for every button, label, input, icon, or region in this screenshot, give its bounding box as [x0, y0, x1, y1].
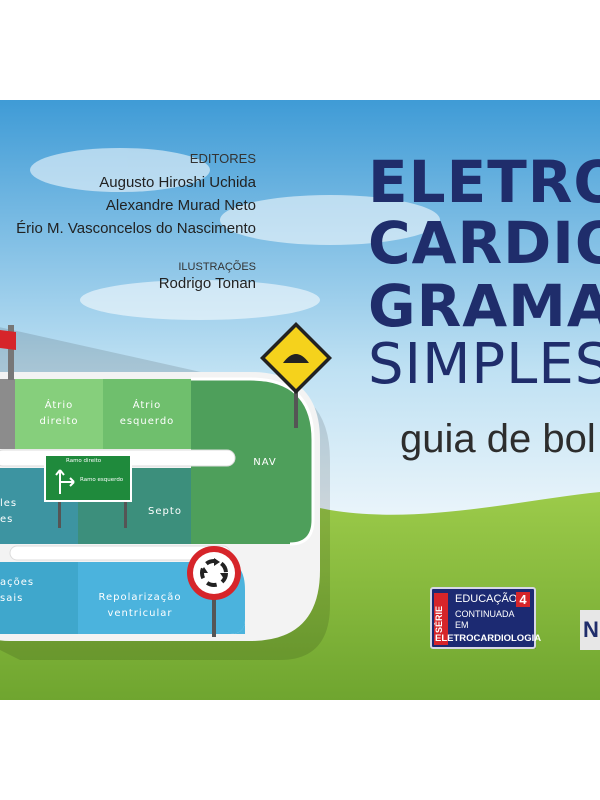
title-line: SIMPLES: [368, 332, 600, 397]
cover-illustration: [0, 100, 600, 700]
publisher-logo-icon: [580, 610, 600, 650]
series-badge: SÉRIE EDUCAÇÃO 4 CONTINUADA EM ELETROCAR…: [430, 587, 541, 649]
illustrations-heading: ILUSTRAÇÕES: [178, 261, 256, 273]
series-line3: EM: [455, 620, 469, 630]
series-line4: ELETROCARDIOLOGIA: [435, 633, 542, 644]
editors-heading: EDITORES: [189, 151, 256, 166]
road-label-left-low: ações sais: [0, 575, 40, 607]
road-label-left-mid: les es: [0, 496, 16, 528]
direction-sign-icon: [44, 454, 132, 528]
road-label-line: Átrio: [44, 400, 74, 411]
roundabout-sign-icon: [187, 546, 241, 637]
illustrator-name: Rodrigo Tonan: [158, 275, 256, 292]
editor-name: Augusto Hiroshi Uchida: [99, 174, 256, 191]
road-label-repolarizacao: Repolarização ventricular: [85, 590, 195, 622]
editor-name: Alexandre Murad Neto: [105, 197, 256, 214]
title-line: CARDIO: [368, 209, 600, 277]
speed-bump-sign-icon: [260, 322, 332, 428]
series-line1: EDUCAÇÃO: [455, 593, 518, 605]
book-cover: EDITORES Augusto Hiroshi Uchida Alexandr…: [0, 100, 600, 700]
road-label-line: esquerdo: [119, 416, 175, 427]
road-label-septo: Septo: [148, 506, 182, 517]
road-label-line: Repolarização: [98, 592, 182, 603]
road-label-atrio-direito: Átrio direito: [15, 398, 103, 430]
series-line2: CONTINUADA: [455, 609, 515, 619]
clouds: [30, 148, 440, 320]
title-line: ELETRO: [368, 148, 600, 216]
flag-icon: [0, 325, 16, 380]
road-label-line: es: [0, 514, 14, 525]
road-label-line: ventricular: [107, 608, 173, 619]
road-label-atrio-esquerdo: Átrio esquerdo: [103, 398, 191, 430]
road-label-line: les: [0, 498, 18, 509]
editor-name: Ério M. Vasconcelos do Nascimento: [16, 220, 256, 237]
subtitle: guia de bol: [400, 417, 596, 461]
road-label-line: direito: [39, 416, 79, 427]
publisher-fragment: N: [583, 617, 599, 642]
direction-sign-bottom: Ramo esquerdo: [80, 477, 124, 483]
road-label-line: ações: [0, 577, 35, 588]
series-number: 4: [516, 592, 530, 607]
direction-sign-top: Ramo direito: [66, 458, 102, 464]
road-label-nav: NAV: [253, 457, 277, 468]
road-label-line: Átrio: [132, 400, 162, 411]
road-label-line: sais: [0, 593, 24, 604]
title-line: GRAMA: [368, 272, 600, 340]
